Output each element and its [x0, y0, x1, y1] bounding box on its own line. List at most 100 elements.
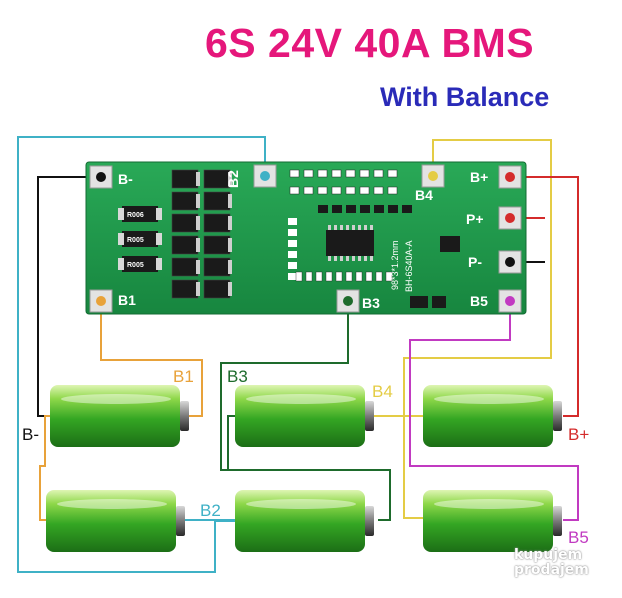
wire-b-plus: [512, 176, 579, 417]
smd-part-dark: [410, 296, 428, 308]
resistor-cap: [118, 208, 124, 220]
shunt-resistor: [122, 256, 158, 272]
pad-b-minus-label: B-: [118, 171, 133, 187]
cell-positive-cap: [553, 401, 562, 431]
smd-part: [303, 169, 314, 178]
label-b-plus: B+: [568, 425, 589, 444]
ic-pin: [364, 256, 367, 261]
resistor-label: R005: [127, 262, 144, 269]
mosfet-tab: [228, 260, 232, 274]
mosfet-tab: [228, 238, 232, 252]
smd-part-dark: [440, 236, 460, 252]
smd-part: [385, 271, 393, 282]
smd-part: [345, 169, 356, 178]
smd-part: [345, 186, 356, 195]
wire-b5: [409, 300, 579, 521]
pad-b1-dot: [96, 296, 106, 306]
ic-pin: [328, 225, 331, 230]
wire-b1-cell1-pos: [100, 300, 203, 417]
smd-part: [331, 169, 342, 178]
ic-pin: [340, 225, 343, 230]
pad-b3-dot: [343, 296, 353, 306]
cell-positive-cap: [365, 506, 374, 536]
smd-part: [288, 229, 297, 236]
cell-highlight: [246, 394, 356, 404]
label-b-minus: B-: [22, 425, 39, 444]
smd-part: [288, 240, 297, 247]
mosfet: [171, 257, 199, 277]
bms-ic: [326, 230, 374, 256]
mosfet: [203, 191, 231, 211]
wire-b4: [403, 139, 552, 519]
ic-pin: [328, 256, 331, 261]
silkscreen-size: 98*3*1.2mm: [390, 240, 400, 290]
ic-pin: [364, 225, 367, 230]
cell-body: [50, 385, 180, 447]
mosfet-tab: [196, 260, 200, 274]
mosfet-tab: [228, 216, 232, 230]
smd-part: [373, 186, 384, 195]
pad-b-plus-label: B+: [470, 169, 488, 185]
smd-part-dark: [388, 205, 398, 213]
pad-p-plus-label: P+: [466, 211, 484, 227]
smd-part: [317, 186, 328, 195]
pad-b5-dot: [505, 296, 515, 306]
pad-b5-label: B5: [470, 293, 488, 309]
pad-b3-label: B3: [362, 295, 380, 311]
resistor-cap: [118, 258, 124, 270]
smd-part: [288, 218, 297, 225]
smd-part: [289, 186, 300, 195]
ic-pin: [346, 225, 349, 230]
cell-body: [423, 490, 553, 552]
shunt-resistor: [122, 231, 158, 247]
smd-part: [289, 169, 300, 178]
pad-p-minus-label: P-: [468, 254, 482, 270]
cell-body: [235, 490, 365, 552]
smd-part-dark: [402, 205, 412, 213]
label-b3: B3: [227, 367, 248, 386]
ic-pin: [370, 256, 373, 261]
mosfet-tab: [196, 172, 200, 186]
ic-pin: [340, 256, 343, 261]
mosfet-tab: [228, 282, 232, 296]
smd-part: [335, 271, 343, 282]
label-b1: B1: [173, 367, 194, 386]
watermark-line-2: prodajem: [514, 562, 589, 578]
smd-part: [325, 271, 333, 282]
smd-part: [288, 273, 297, 280]
resistor-label: R006: [127, 212, 144, 219]
cell-body: [235, 385, 365, 447]
cell-highlight: [434, 499, 544, 509]
smd-part: [387, 186, 398, 195]
smd-part: [359, 169, 370, 178]
ic-pin: [358, 256, 361, 261]
ic-pin: [370, 225, 373, 230]
silkscreen-model: BH-6S40A-A: [404, 240, 414, 292]
cell-highlight: [57, 499, 167, 509]
label-b5: B5: [568, 528, 589, 547]
pad-p-minus-dot: [505, 257, 515, 267]
mosfet: [203, 257, 231, 277]
pad-b1-label: B1: [118, 292, 136, 308]
page-title: 6S 24V 40A BMS: [205, 20, 535, 66]
battery-cell: [235, 385, 374, 447]
mosfet-tab: [196, 194, 200, 208]
label-b4: B4: [372, 382, 393, 401]
battery-cell: [46, 490, 185, 552]
pad-b4-label: B4: [415, 187, 433, 203]
smd-part: [295, 271, 303, 282]
resistor-label: R005: [127, 237, 144, 244]
battery-cell: [423, 490, 562, 552]
resistor-cap: [156, 258, 162, 270]
shunt-resistor: [122, 206, 158, 222]
cell-positive-cap: [176, 506, 185, 536]
smd-part: [331, 186, 342, 195]
cell-body: [423, 385, 553, 447]
pad-b2-dot: [260, 171, 270, 181]
cell-body: [46, 490, 176, 552]
mosfet: [171, 235, 199, 255]
smd-part: [375, 271, 383, 282]
cell-highlight: [434, 394, 544, 404]
